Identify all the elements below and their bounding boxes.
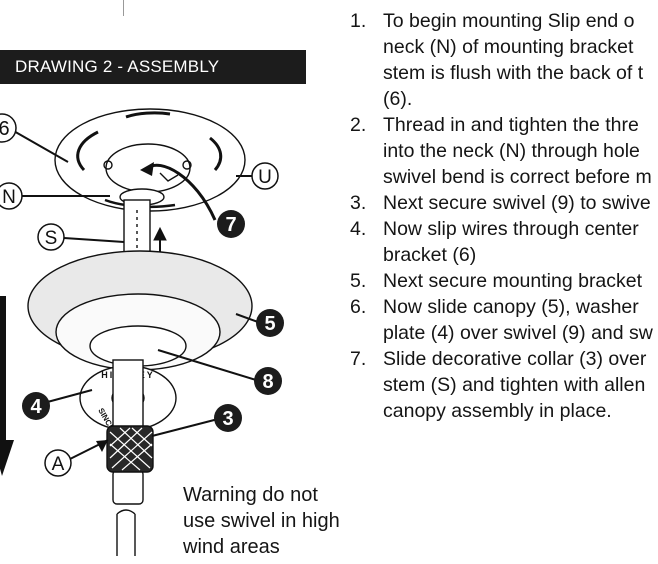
- callout-a-arrowhead: [96, 440, 108, 452]
- svg-text:5: 5: [264, 313, 275, 335]
- drawing-title-banner: DRAWING 2 - ASSEMBLY: [0, 50, 306, 84]
- drawing-title: DRAWING 2 - ASSEMBLY: [15, 57, 220, 76]
- instruction-item: 2.Thread in and tighten the thre into th…: [350, 114, 652, 188]
- callout-6: 6: [0, 113, 17, 143]
- callout-3: 3: [214, 404, 242, 432]
- svg-text:8: 8: [262, 371, 273, 393]
- instruction-item: 3.Next secure swivel (9) to swive: [350, 192, 651, 214]
- svg-text:N: N: [2, 187, 16, 208]
- top-rule: [123, 0, 124, 16]
- callout-s: S: [37, 223, 65, 251]
- svg-text:U: U: [258, 167, 272, 188]
- callout-u: U: [251, 162, 279, 190]
- callout-4: 4: [22, 392, 50, 420]
- instruction-item: 6.Now slide canopy (5), washer plate (4)…: [350, 296, 653, 344]
- svg-text:6: 6: [0, 118, 10, 140]
- svg-text:S: S: [45, 228, 58, 249]
- canopy: [27, 250, 253, 371]
- callout-n: N: [0, 182, 23, 210]
- svg-text:4: 4: [30, 396, 42, 418]
- decorative-collar: [106, 425, 154, 473]
- svg-text:7: 7: [225, 214, 236, 236]
- rotation-arrowhead: [140, 162, 154, 176]
- assembly-drawing: HINKLEY SINCE 6 N U: [0, 108, 284, 556]
- instruction-list: 1.To begin mounting Slip end o neck (N) …: [350, 8, 658, 448]
- svg-text:A: A: [52, 454, 65, 475]
- wind-warning: Warning do not use swivel in high wind a…: [183, 484, 340, 558]
- instruction-item: 1.To begin mounting Slip end o neck (N) …: [350, 10, 644, 110]
- callout-8: 8: [254, 367, 282, 395]
- svg-text:3: 3: [222, 408, 233, 430]
- left-arrow: [0, 296, 14, 476]
- instruction-item: 4.Now slip wires through center bracket …: [350, 218, 639, 266]
- instruction-item: 5.Next secure mounting bracket: [350, 270, 643, 292]
- mounting-bracket: [54, 108, 246, 212]
- lower-stem: [112, 359, 144, 556]
- callout-a: A: [44, 449, 72, 477]
- callout-7: 7: [217, 210, 245, 238]
- instruction-item: 7.Slide decorative collar (3) over stem …: [350, 348, 647, 422]
- callout-5: 5: [256, 309, 284, 337]
